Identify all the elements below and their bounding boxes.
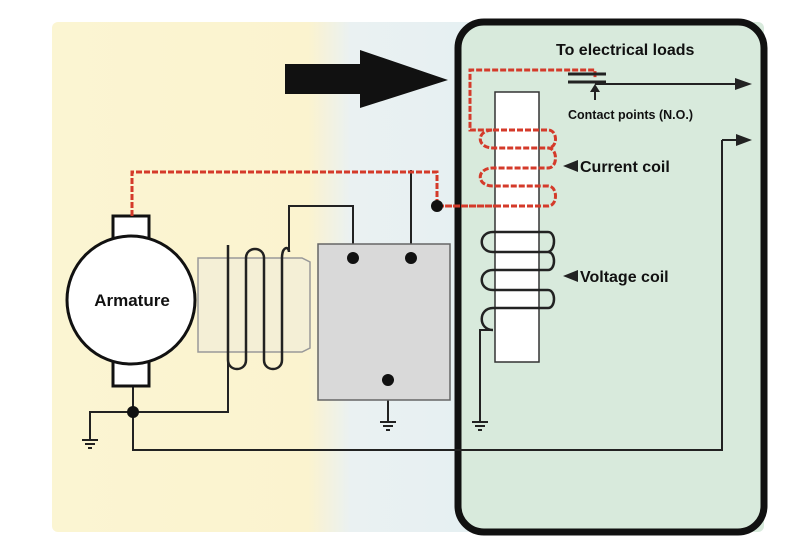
return-arrowhead-icon (736, 134, 752, 146)
field-coil (197, 245, 311, 371)
regulator-box (317, 243, 451, 401)
voltage-coil-label: Voltage coil (580, 269, 669, 286)
junction-dots (127, 200, 443, 418)
current-path (130, 68, 597, 216)
relay-core (494, 91, 540, 363)
focus-arrow-icon (285, 50, 448, 108)
load-output-arrow-icon (735, 78, 752, 90)
armature-label: Armature (94, 291, 170, 310)
current-coil-pointer-icon (563, 160, 578, 172)
ground-symbols (82, 421, 488, 449)
contact-points (568, 72, 606, 100)
current-coil-label: Current coil (580, 159, 670, 176)
to-electrical-loads-label: To electrical loads (556, 42, 695, 59)
current-coil (493, 128, 557, 150)
contact-points-label: Contact points (N.O.) (568, 108, 693, 122)
voltage-coil-pointer-icon (563, 270, 578, 282)
voltage-coil (480, 230, 556, 332)
